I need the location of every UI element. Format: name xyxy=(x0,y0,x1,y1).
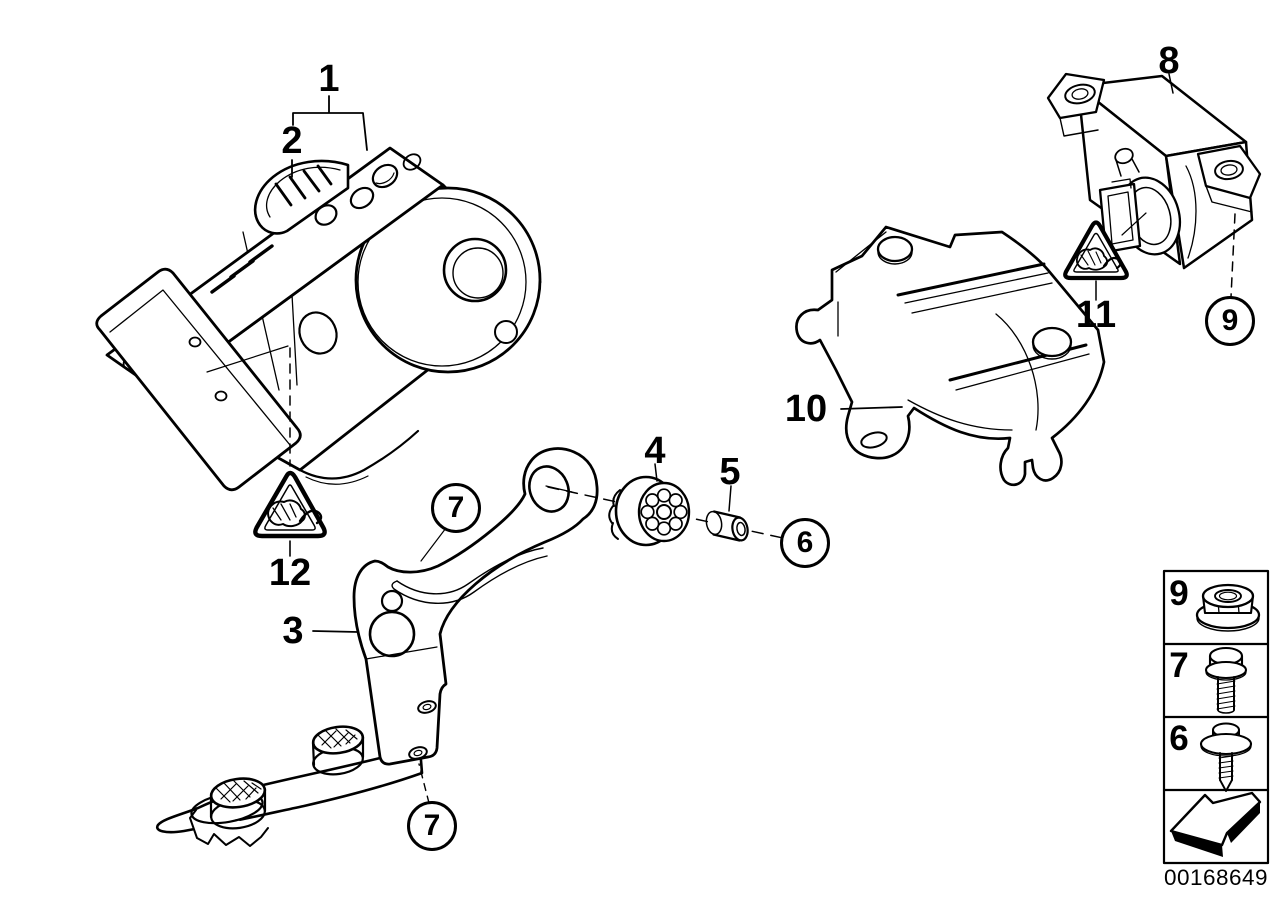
hydro-unit-drawing xyxy=(95,146,542,492)
legend-row-label-7: 7 xyxy=(1169,646,1189,685)
flange-bolt-icon xyxy=(1204,646,1248,714)
rubber-mount-upper xyxy=(311,725,365,776)
fastener-legend-table xyxy=(1162,569,1270,865)
exchange-part-warning-triangle-11 xyxy=(1063,212,1147,301)
bracket-stud-boss xyxy=(876,235,914,263)
pump-motor xyxy=(354,186,542,374)
callout-label-4[interactable]: 4 xyxy=(644,430,666,472)
callout-circle-7-lower[interactable]: 7 xyxy=(407,801,457,851)
callout-label-3[interactable]: 3 xyxy=(282,610,304,652)
sensor-lug-right xyxy=(1196,144,1262,213)
callout-label-5[interactable]: 5 xyxy=(719,451,741,493)
sensor-lug-left xyxy=(1046,72,1106,137)
callout-circle-7-upper[interactable]: 7 xyxy=(431,483,481,533)
scrap-part-icon xyxy=(267,499,323,528)
image-number: 00168649 xyxy=(1163,865,1269,890)
ecu-module xyxy=(95,267,302,492)
bracket-3-drawing xyxy=(155,447,599,847)
exchange-part-warning-triangle-12 xyxy=(253,470,327,539)
callout-circle-6[interactable]: 6 xyxy=(780,518,830,568)
callout-label-1[interactable]: 1 xyxy=(318,58,340,100)
scrap-part-icon xyxy=(1076,247,1122,271)
direction-arrow-icon xyxy=(1169,791,1262,857)
legend-row-label-6: 6 xyxy=(1169,719,1189,758)
flange-nut-icon xyxy=(1195,583,1261,632)
sensor-connector xyxy=(1098,147,1182,256)
callout-leader-lines xyxy=(289,95,368,633)
bracket-mount-hole xyxy=(528,465,570,513)
callout-label-12[interactable]: 12 xyxy=(268,552,312,594)
rubber-grommet-4 xyxy=(608,475,691,547)
bracket-10-drawing xyxy=(795,225,1106,487)
legend-row-label-9: 9 xyxy=(1169,574,1189,613)
rotation-rate-sensor-drawing xyxy=(1046,72,1262,270)
callout-label-2[interactable]: 2 xyxy=(281,120,303,162)
pump-cap xyxy=(253,159,350,235)
callout-label-8[interactable]: 8 xyxy=(1158,40,1180,82)
bracket-stud-boss xyxy=(1031,326,1073,358)
spacer-sleeve-5 xyxy=(705,510,749,542)
washer-screw-icon xyxy=(1199,722,1253,792)
callout-label-10[interactable]: 10 xyxy=(784,388,828,430)
rubber-mount-lower xyxy=(209,777,267,830)
callout-circle-9[interactable]: 9 xyxy=(1205,296,1255,346)
callout-label-11[interactable]: 11 xyxy=(1075,294,1117,336)
